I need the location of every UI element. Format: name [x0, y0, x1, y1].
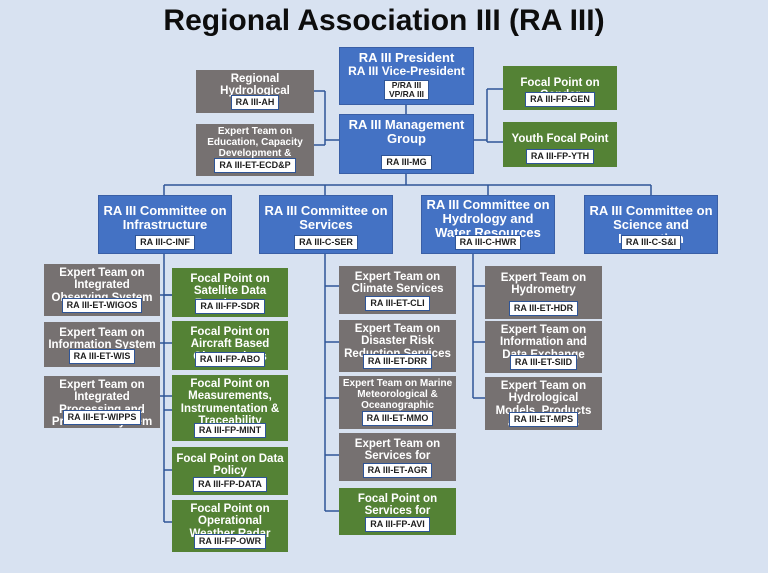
advisor-code: RA III-AH — [230, 95, 280, 110]
youth-focal-point-code: RA III-FP-YTH — [525, 149, 595, 164]
expert-team-wipps-box: Expert Team on Integrated Processing and… — [44, 376, 160, 428]
expert-team-drr-code: RA III-ET-DRR — [362, 354, 433, 369]
committee-hydrology-label: RA III Committee on Hydrology and Water … — [426, 197, 550, 241]
expert-team-agr-box: Expert Team on Services for Agriculture … — [339, 433, 456, 481]
expert-team-cli-label: Expert Team on Climate Services — [351, 271, 444, 296]
expert-team-wigos-code: RA III-ET-WIGOS — [61, 298, 143, 313]
president-box: RA III President RA III Vice-President P… — [339, 47, 474, 105]
focal-point-gender-code: RA III-FP-GEN — [525, 92, 595, 107]
expert-team-mmo-code: RA III-ET-MMO — [361, 411, 434, 426]
focal-point-data-box: Focal Point on Data Policy RA III-FP-DAT… — [172, 447, 288, 495]
focal-point-data-label: Focal Point on Data Policy — [176, 453, 284, 478]
expert-team-hdr-code: RA III-ET-HDR — [508, 301, 579, 316]
expert-team-wis-label: Expert Team on Information System — [48, 327, 156, 352]
committee-hydrology-box: RA III Committee on Hydrology and Water … — [421, 195, 555, 254]
committee-science-code: RA III-C-S&I — [620, 235, 682, 250]
focal-point-mint-label: Focal Point on Measurements, Instrumenta… — [180, 378, 280, 428]
focal-point-abo-box: Focal Point on Aircraft Based Observatio… — [172, 321, 288, 370]
president-title: RA III President — [358, 50, 455, 65]
expert-team-drr-box: Expert Team on Disaster Risk Reduction S… — [339, 320, 456, 372]
president-codes: P/RA III VP/RA III — [383, 79, 430, 100]
committee-infrastructure-code: RA III-C-INF — [135, 235, 195, 250]
expert-team-wipps-code: RA III-ET-WIPPS — [62, 410, 142, 425]
focal-point-sdr-code: RA III-FP-SDR — [195, 299, 265, 314]
expert-team-mps-code: RA III-ET-MPS — [508, 412, 579, 427]
management-group-code: RA III-MG — [381, 155, 432, 170]
expert-team-mmo-box: Expert Team on Marine Meteorological & O… — [339, 376, 456, 429]
focal-point-sdr-box: Focal Point on Satellite Data Requiremen… — [172, 268, 288, 317]
committee-services-box: RA III Committee on Services RA III-C-SE… — [259, 195, 393, 254]
youth-focal-point-box: Youth Focal Point RA III-FP-YTH — [503, 122, 617, 167]
focal-point-owr-code: RA III-FP-OWR — [193, 534, 267, 549]
focal-point-abo-code: RA III-FP-ABO — [194, 352, 266, 367]
focal-point-owr-box: Focal Point on Operational Weather Radar… — [172, 500, 288, 552]
focal-point-mint-code: RA III-FP-MINT — [193, 423, 267, 438]
expert-team-ecdp-code: RA III-ET-ECD&P — [214, 158, 296, 173]
committee-services-code: RA III-C-SER — [294, 235, 358, 250]
expert-team-ecdp-box: Expert Team on Education, Capacity Devel… — [196, 124, 314, 176]
expert-team-hdr-box: Expert Team on Hydrometry RA III-ET-HDR — [485, 266, 602, 319]
focal-point-mint-box: Focal Point on Measurements, Instrumenta… — [172, 375, 288, 441]
president-code: P/RA III — [391, 79, 422, 90]
youth-focal-point-label: Youth Focal Point — [511, 133, 609, 145]
focal-point-data-code: RA III-FP-DATA — [193, 477, 267, 492]
committee-science-box: RA III Committee on Science and Innovati… — [584, 195, 718, 254]
expert-team-cli-box: Expert Team on Climate Services RA III-E… — [339, 266, 456, 314]
management-group-label: RA III Management Group — [348, 117, 465, 147]
committee-infrastructure-label: RA III Committee on Infrastructure — [103, 203, 227, 233]
committee-infrastructure-box: RA III Committee on Infrastructure RA II… — [98, 195, 232, 254]
committee-hydrology-code: RA III-C-HWR — [454, 235, 522, 250]
expert-team-siid-code: RA III-ET-SIID — [509, 355, 578, 370]
expert-team-cli-code: RA III-ET-CLI — [365, 296, 430, 311]
expert-team-hdr-label: Expert Team on Hydrometry — [500, 272, 587, 297]
focal-point-avi-code: RA III-FP-AVI — [365, 517, 430, 532]
expert-team-mps-box: Expert Team on Hydrological Models, Prod… — [485, 377, 602, 430]
expert-team-drr-label: Expert Team on Disaster Risk Reduction S… — [344, 323, 451, 360]
committee-services-label: RA III Committee on Services — [264, 203, 388, 233]
vice-president-title: RA III Vice-President — [348, 64, 465, 79]
expert-team-agr-code: RA III-ET-AGR — [362, 463, 433, 478]
page-title: Regional Association III (RA III) — [163, 4, 605, 37]
vice-president-code: VP/RA III — [388, 88, 425, 99]
expert-team-wis-box: Expert Team on Information System RA III… — [44, 322, 160, 367]
expert-team-wigos-box: Expert Team on Integrated Observing Syst… — [44, 264, 160, 316]
expert-team-siid-box: Expert Team on Information and Data Exch… — [485, 321, 602, 373]
focal-point-avi-box: Focal Point on Services for Aviation RA … — [339, 488, 456, 535]
focal-point-gender-box: Focal Point on Gender RA III-FP-GEN — [503, 66, 617, 110]
management-group-box: RA III Management Group RA III-MG — [339, 114, 474, 174]
advisor-box: Regional Hydrological Advisor RA III-AH — [196, 70, 314, 113]
expert-team-wis-code: RA III-ET-WIS — [68, 349, 136, 364]
